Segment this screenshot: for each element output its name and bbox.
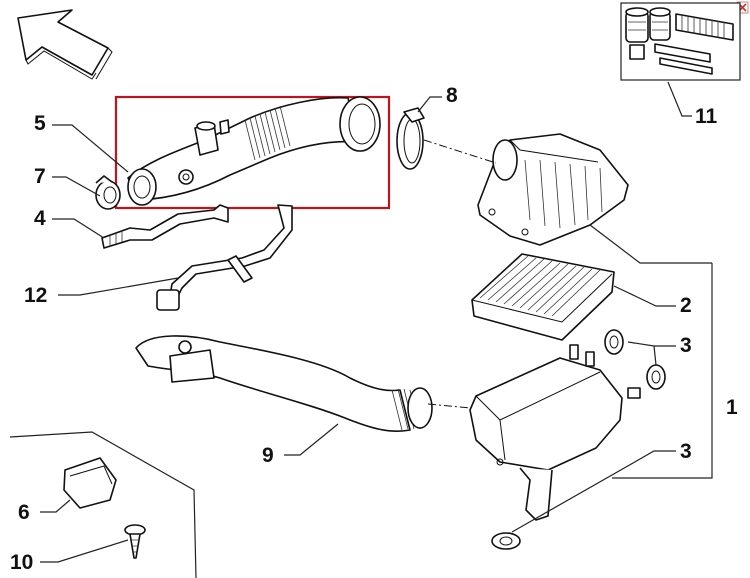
intake-duct-part-9 [135,335,433,433]
inset-box-part-11 [620,2,741,81]
callout-3-lower: 3 [680,440,692,463]
callout-2: 2 [680,294,692,317]
callout-1: 1 [726,396,738,419]
callout-9: 9 [262,444,274,467]
vent-tube-part-12 [156,204,293,311]
screw-part-10 [124,524,146,559]
hose-clamp-part-7 [95,175,121,210]
leader-lines [40,81,713,563]
callout-8: 8 [446,84,458,107]
filter-elements-icon [654,13,734,75]
breather-pipe-part-4 [101,204,229,249]
air-filter-element-part-2 [471,253,615,341]
callout-4: 4 [34,207,46,230]
grommet-part-3-upper [604,329,666,390]
callout-5: 5 [34,112,46,135]
clamp-ring-part-8 [396,107,425,170]
callout-6: 6 [18,501,30,524]
highlight-box [114,95,391,210]
clip-part-6 [63,457,117,509]
air-box-base-part-1 [469,344,641,521]
callout-12: 12 [24,284,47,307]
direction-arrow-icon [17,9,113,80]
intake-hose-part-5 [127,96,381,206]
oil-filter-icon [625,7,671,60]
callout-10: 10 [10,551,33,574]
callout-7: 7 [34,165,46,188]
grommet-part-3-lower [491,532,521,550]
air-box-lid-part-1 [477,133,629,246]
callout-11: 11 [695,105,718,128]
callout-3-upper: 3 [680,334,692,357]
